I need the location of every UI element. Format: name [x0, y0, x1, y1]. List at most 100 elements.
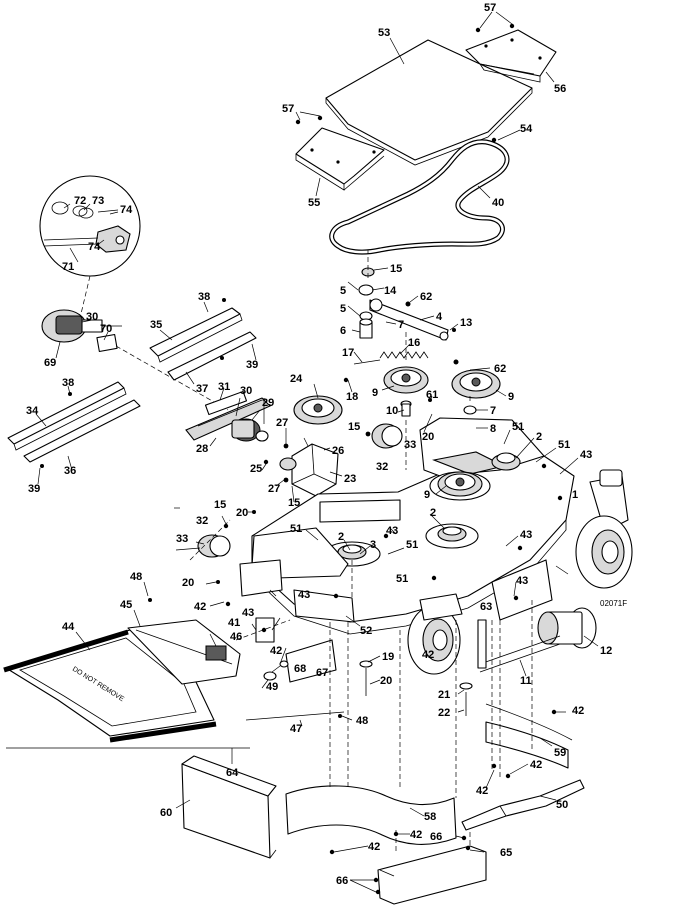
callout-29: 29: [262, 397, 274, 409]
caster-wheel-right: [575, 515, 633, 589]
callout-15: 15: [390, 263, 402, 275]
callout-42: 42: [422, 649, 434, 661]
callout-12: 12: [600, 645, 612, 657]
bracket-67: [285, 639, 337, 683]
callout-37: 37: [196, 383, 208, 395]
shield-left-35: [149, 307, 243, 363]
shield-left-37: [167, 331, 257, 381]
callout-42: 42: [476, 785, 488, 797]
callout-63: 63: [480, 601, 492, 613]
callout-42: 42: [368, 841, 380, 853]
callout-24: 24: [290, 373, 303, 385]
callout-11: 11: [520, 675, 532, 687]
spindle-2-center: [437, 526, 467, 542]
callout-27: 27: [268, 483, 280, 495]
belt-cover-53: [325, 39, 533, 166]
callout-42: 42: [572, 705, 584, 717]
callout-50: 50: [556, 799, 568, 811]
callout-39: 39: [28, 483, 40, 495]
callout-45: 45: [120, 599, 132, 611]
pulley-9-c: [437, 471, 483, 497]
callout-46: 46: [230, 631, 242, 643]
detail-inset-circle: [39, 175, 141, 319]
callout-19: 19: [382, 651, 394, 663]
callout-15: 15: [348, 421, 360, 433]
callout-26: 26: [332, 445, 344, 457]
callout-34: 34: [26, 405, 39, 417]
callout-10: 10: [386, 405, 398, 417]
chute-rod-47: [245, 711, 345, 721]
callout-16: 16: [408, 337, 420, 349]
callout-43: 43: [298, 589, 310, 601]
callout-64: 64: [226, 767, 239, 779]
callout-30: 30: [240, 385, 252, 397]
callout-48: 48: [130, 571, 142, 583]
callout-48: 48: [356, 715, 368, 727]
callout-27: 27: [276, 417, 288, 429]
callout-62: 62: [420, 291, 432, 303]
callout-42: 42: [194, 601, 206, 613]
callout-58: 58: [424, 811, 436, 823]
hardware-dots: [40, 23, 563, 895]
callout-9: 9: [508, 391, 514, 403]
callout-74: 74: [88, 241, 101, 253]
gearbox-left-69: [41, 309, 122, 343]
callout-15: 15: [214, 499, 226, 511]
shield-left-34: [7, 381, 127, 451]
callout-38: 38: [62, 377, 74, 389]
callout-54: 54: [520, 123, 533, 135]
cover-plate-56: [465, 29, 557, 83]
callout-28: 28: [196, 443, 208, 455]
callout-55: 55: [308, 197, 320, 209]
callout-20: 20: [380, 675, 392, 687]
callout-53: 53: [378, 27, 390, 39]
baffle-60: [181, 755, 277, 859]
callout-51: 51: [406, 539, 418, 551]
callout-21: 21: [438, 689, 450, 701]
callout-7: 7: [398, 319, 404, 331]
driveshaft-28: [185, 397, 271, 441]
callout-72: 72: [74, 195, 86, 207]
caster-wheel-left: [407, 593, 463, 675]
roller-32-33-right: [371, 423, 403, 449]
spindle-2-right: [491, 452, 521, 471]
callout-20: 20: [236, 507, 248, 519]
callout-57: 57: [282, 103, 294, 115]
cover-plate-55: [295, 127, 385, 191]
callout-74: 74: [120, 204, 133, 216]
drive-belt-40: [329, 139, 510, 255]
pulley-9-a: [383, 366, 429, 394]
gearbox-23: [279, 443, 339, 497]
deck-hanger-left-51: [239, 527, 349, 597]
callout-57: 57: [484, 2, 496, 14]
callout-43: 43: [520, 529, 532, 541]
callout-3: 3: [370, 539, 376, 551]
callout-18: 18: [346, 391, 358, 403]
callout-69: 69: [44, 357, 56, 369]
callout-31: 31: [218, 381, 230, 393]
callout-7: 7: [490, 405, 496, 417]
callout-66: 66: [336, 875, 348, 887]
coupler-29-30: [231, 418, 269, 442]
callout-1: 1: [572, 489, 578, 501]
callout-43: 43: [242, 607, 254, 619]
callout-67: 67: [316, 667, 328, 679]
callout-35: 35: [150, 319, 162, 331]
callout-62: 62: [494, 363, 506, 375]
callout-4: 4: [436, 311, 443, 323]
baffle-59: [485, 703, 573, 769]
callout-51: 51: [396, 573, 408, 585]
callout-17: 17: [342, 347, 354, 359]
callout-51: 51: [512, 421, 524, 433]
callout-61: 61: [426, 389, 438, 401]
idler-arm-4: [369, 298, 449, 341]
callout-13: 13: [460, 317, 472, 329]
axle-11: [479, 635, 561, 673]
spindle-2-left: [337, 544, 367, 560]
washer-stack-5-6-14-15: [358, 267, 375, 339]
shaft-31: [204, 390, 248, 416]
figure-code: 02071F: [600, 599, 627, 608]
callout-52: 52: [360, 625, 372, 637]
callout-65: 65: [500, 847, 512, 859]
callout-32: 32: [196, 515, 208, 527]
